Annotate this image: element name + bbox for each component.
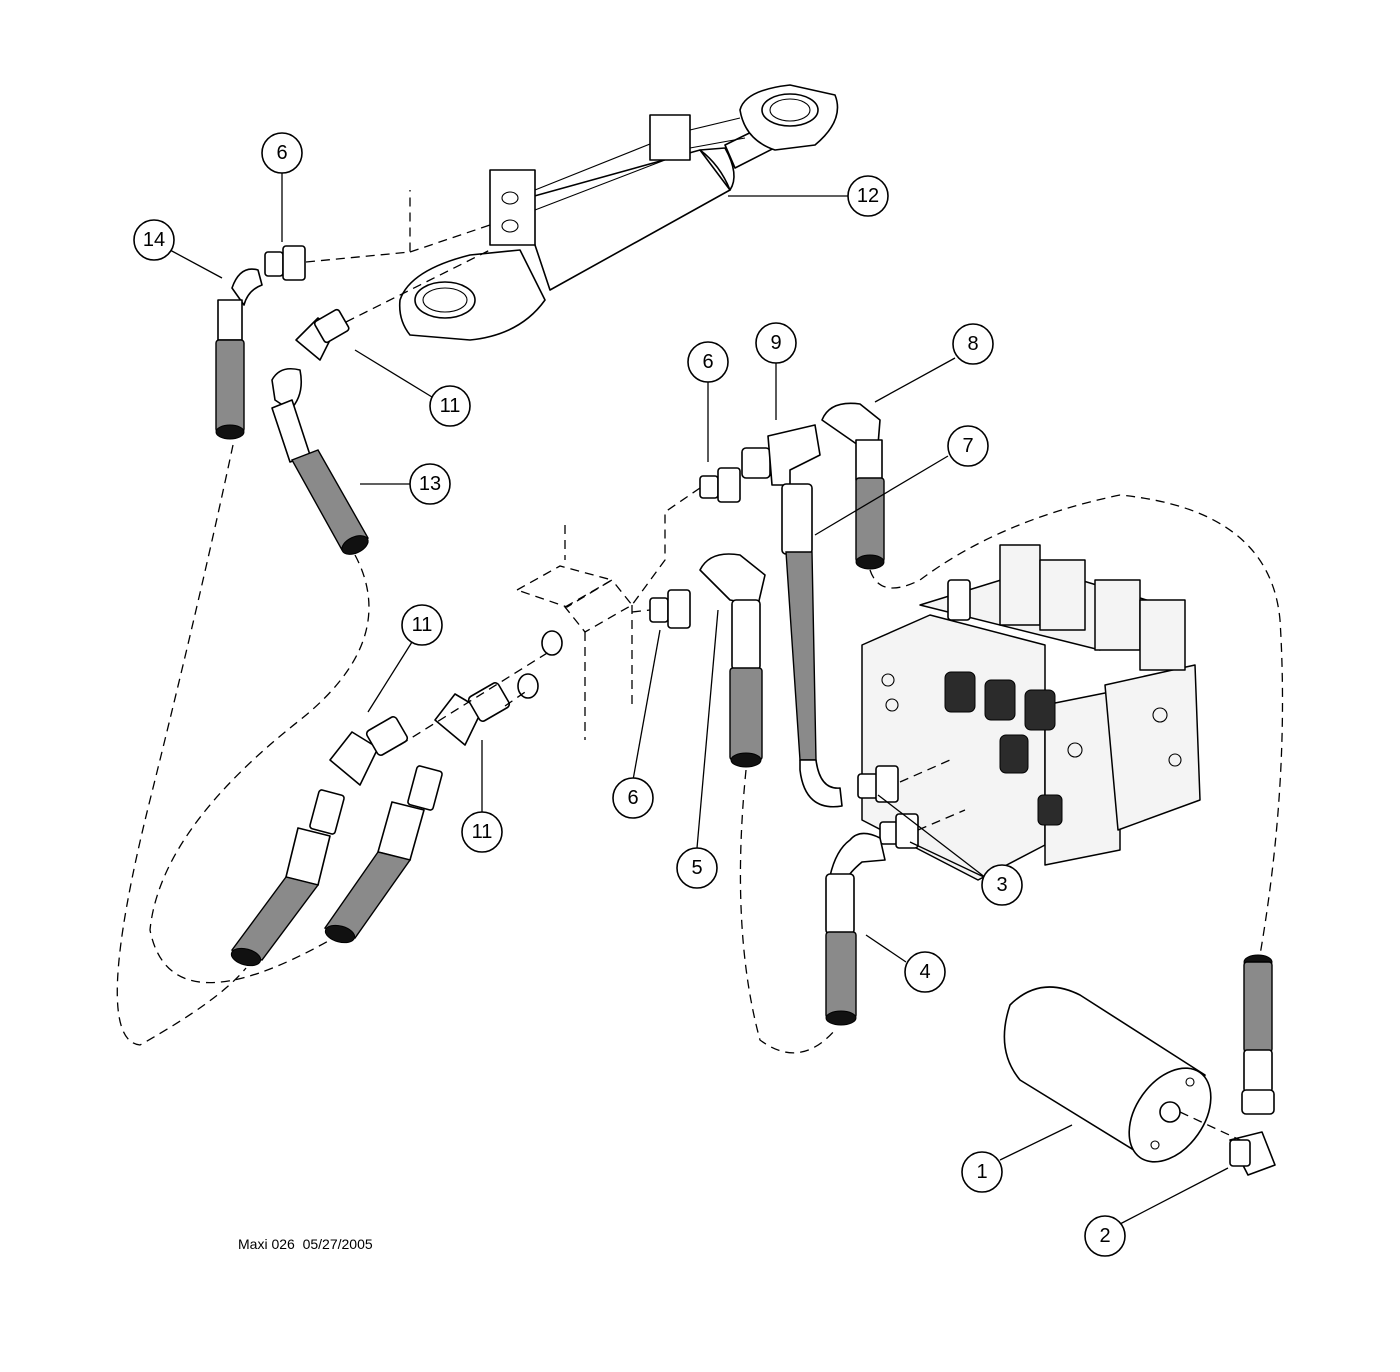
fitting-6-top: [264, 245, 306, 281]
callout-3: 3: [981, 864, 1023, 906]
dashed-connections: [116, 190, 1284, 1141]
hose-5: [699, 553, 766, 768]
callout-6-center: 6: [687, 341, 729, 383]
callout-11-lower-label: 11: [472, 821, 493, 843]
callout-8: 8: [952, 323, 994, 365]
callout-5: 5: [676, 847, 718, 889]
fitting-6-lower: [649, 589, 691, 629]
hose-lower-left: [230, 789, 345, 967]
callout-4: 4: [904, 951, 946, 993]
hose-right: [1241, 954, 1275, 1115]
callout-13: 13: [409, 463, 451, 505]
callout-6-top-label: 6: [276, 142, 287, 164]
callout-14-label: 14: [143, 229, 165, 251]
callout-13-label: 13: [419, 473, 441, 495]
port-outline: [515, 525, 633, 740]
drawing-id-footer: Maxi 026 05/27/2005: [238, 1236, 373, 1252]
callout-9: 9: [755, 322, 797, 364]
callout-2: 2: [1084, 1215, 1126, 1257]
callout-12: 12: [847, 175, 889, 217]
hose-7: [781, 483, 843, 808]
callout-1-label: 1: [976, 1161, 987, 1183]
callout-1: 1: [961, 1151, 1003, 1193]
callout-6-top: 6: [261, 132, 303, 174]
hose-8: [855, 477, 885, 570]
hose-14: [215, 268, 263, 440]
filter-1: [1003, 986, 1212, 1163]
hose-4: [825, 832, 886, 1026]
fitting-11-top: [295, 308, 350, 361]
callout-11-top: 11: [429, 385, 471, 427]
fittings-3: [857, 765, 919, 849]
elbow-8: [821, 402, 883, 481]
callout-6-lower: 6: [612, 777, 654, 819]
leader-lines: [169, 172, 1229, 1225]
fitting-11-lower-right: [434, 682, 511, 746]
fitting-11-lower-left: [329, 716, 409, 786]
callout-9-label: 9: [770, 332, 781, 354]
hose-13: [271, 367, 369, 555]
tee-fitting-9: [741, 424, 821, 486]
callout-7: 7: [947, 425, 989, 467]
hydraulic-cylinder: [398, 84, 839, 341]
callout-11-lower: 11: [461, 811, 503, 853]
callout-11-top-label: 11: [440, 395, 461, 417]
callout-12-label: 12: [857, 185, 879, 207]
fitting-6-center: [699, 467, 741, 503]
callout-5-label: 5: [691, 857, 702, 879]
callout-11-left: 11: [401, 604, 443, 646]
callout-6-center-label: 6: [702, 351, 713, 373]
callout-14: 14: [133, 219, 175, 261]
callout-8-label: 8: [967, 333, 978, 355]
callout-11-left-label: 11: [412, 614, 433, 636]
callout-7-label: 7: [962, 435, 973, 457]
callout-2-label: 2: [1099, 1225, 1110, 1247]
callout-6-lower-label: 6: [627, 787, 638, 809]
hose-lower-right: [323, 765, 443, 944]
elbow-2: [1229, 1131, 1276, 1176]
callout-4-label: 4: [919, 961, 930, 983]
callout-3-label: 3: [996, 874, 1007, 896]
